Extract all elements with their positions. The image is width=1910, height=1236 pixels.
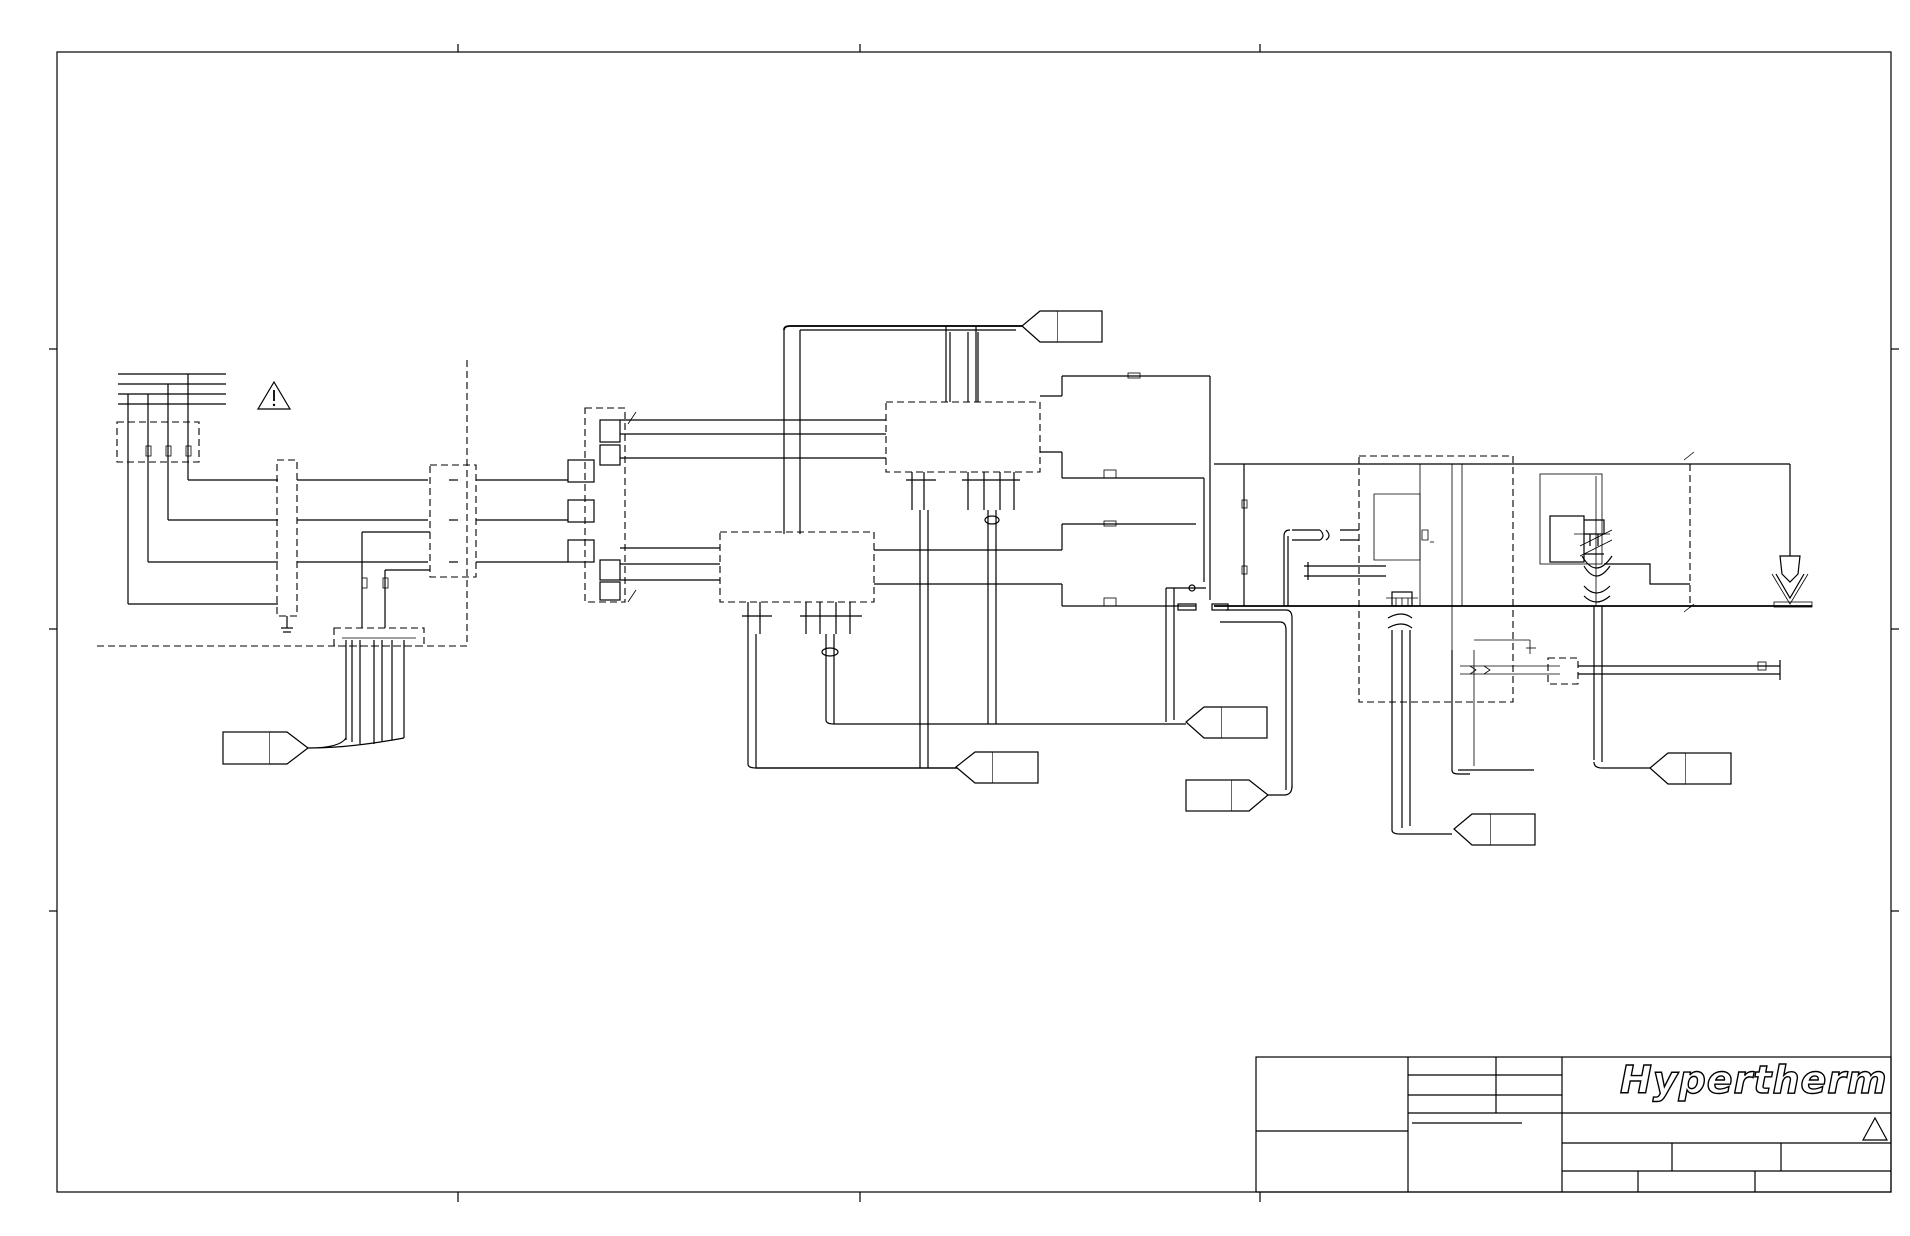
off-page-connector bbox=[1649, 752, 1732, 785]
control-board-section bbox=[1304, 455, 1781, 846]
torch-section bbox=[1539, 451, 1813, 785]
off-page-connector bbox=[1185, 706, 1268, 739]
lower-power-module bbox=[719, 520, 1268, 784]
hypertherm-logo: Hypertherm bbox=[1620, 1058, 1888, 1102]
torch-icon bbox=[1771, 555, 1813, 608]
off-page-connector bbox=[222, 731, 309, 765]
off-page-connector bbox=[1185, 779, 1269, 812]
revision-triangle-icon bbox=[1861, 1116, 1889, 1141]
warning-triangle-icon bbox=[256, 380, 292, 410]
ground-icon bbox=[281, 616, 293, 633]
off-page-connector bbox=[955, 751, 1039, 784]
drawing-border bbox=[49, 44, 1899, 1202]
off-page-connector bbox=[1453, 813, 1536, 846]
upper-power-module bbox=[783, 310, 1211, 768]
off-page-connector bbox=[1021, 310, 1103, 343]
title-block: Hypertherm bbox=[1255, 1056, 1892, 1193]
input-power-section bbox=[97, 360, 477, 765]
terminal-block bbox=[476, 407, 886, 603]
